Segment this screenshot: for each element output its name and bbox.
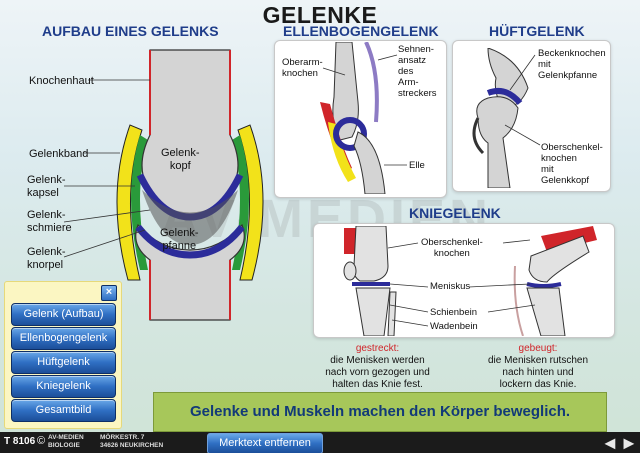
label-gelenkknorpel: Gelenk- knorpel [27, 246, 66, 271]
label-oberschenkelknochen-knie: Oberschenkel- knochen [421, 237, 483, 259]
knee-ext-femur [353, 226, 389, 282]
section-title-knie: KNIEGELENK [409, 205, 501, 221]
knee-flex-femur [528, 235, 590, 283]
elbow-diagram [320, 42, 386, 194]
next-arrow-icon[interactable]: ► [620, 433, 638, 453]
elbow-cartilage [333, 117, 367, 151]
footer-address: MÖRKESTR. 7 34626 NEUKIRCHEN [100, 434, 164, 449]
label-gelenkschmiere: Gelenk- schmiere [27, 209, 72, 234]
cartilage-socket [135, 224, 245, 259]
label-schienbein: Schienbein [430, 307, 478, 318]
footer-publisher: AV-MEDIEN BIOLOGIE [48, 434, 84, 449]
section-title-ellenbogen: ELLENBOGENGELENK [283, 23, 439, 39]
femur [476, 96, 519, 188]
caption-gestreckt: gestreckt: die Menisken werden nach vorn… [325, 343, 430, 390]
label-gelenkkapsel: Gelenk- kapsel [27, 174, 66, 199]
humerus [332, 42, 359, 141]
section-title-huefte: HÜFTGELENK [489, 23, 585, 39]
panel-ellenbogen [274, 40, 447, 198]
tendon [364, 42, 379, 123]
knee-flex-muscle [541, 226, 597, 252]
knee-ext-tibia [355, 287, 391, 336]
joint-fluid [142, 190, 238, 245]
label-meniskus: Meniskus [430, 281, 471, 292]
nav-button-gelenk-aufbau[interactable]: Gelenk (Aufbau) [11, 303, 116, 326]
section-title-aufbau: AUFBAU EINES GELENKS [42, 23, 219, 39]
nav-button-gesamtbild[interactable]: Gesamtbild [11, 399, 116, 422]
merktext-entfernen-button[interactable]: Merktext entfernen [207, 433, 323, 453]
label-elle: Elle [409, 160, 425, 171]
label-oberarmknochen: Oberarm- knochen [282, 57, 323, 79]
knee-extended-diagram [343, 226, 397, 336]
knee-flex-skin [513, 265, 524, 336]
upper-bone [141, 49, 239, 216]
nav-button-kniegelenk[interactable]: Kniegelenk [11, 375, 116, 398]
page-title: GELENKE [262, 2, 378, 28]
motto-banner: Gelenke und Muskeln machen den Körper be… [153, 392, 607, 432]
knee-ext-patella [343, 261, 357, 281]
nav-panel: × Gelenk (Aufbau) Ellenbogengelenk Hüftg… [4, 281, 122, 429]
label-beckenknochen: Beckenknochen mit Gelenkpfanne [538, 48, 606, 81]
knee-flexed-diagram [513, 226, 597, 336]
footer-code: T 8106 [4, 436, 36, 447]
ulna [353, 131, 386, 194]
prev-arrow-icon[interactable]: ◄ [601, 433, 619, 453]
knee-ext-muscle [344, 228, 356, 254]
copyright-icon: © [37, 435, 46, 447]
nav-button-ellenbogengelenk[interactable]: Ellenbogengelenk [11, 327, 116, 350]
label-gelenkpfanne: Gelenk- pfanne [160, 227, 199, 252]
nav-button-hueftgelenk[interactable]: Hüftgelenk [11, 351, 116, 374]
knee-flex-meniscus [526, 282, 562, 288]
nav-close-button[interactable]: × [101, 285, 117, 301]
knee-ext-fibula [387, 291, 397, 336]
knee-flex-tibia [526, 287, 566, 336]
label-knochenhaut: Knochenhaut [29, 75, 94, 87]
label-gelenkband: Gelenkband [29, 148, 89, 160]
joint-diagram [116, 49, 264, 321]
hip-diagram [472, 48, 529, 188]
label-wadenbein: Wadenbein [430, 321, 478, 332]
hip-neck [472, 117, 485, 155]
label-gelenkkopf: Gelenk- kopf [161, 147, 200, 172]
hip-cartilage [486, 88, 523, 105]
label-oberschenkelknochen-huefte: Oberschenkel- knochen mit Gelenkkopf [541, 142, 603, 186]
label-sehnenansatz: Sehnen- ansatz des Arm- streckers [398, 44, 437, 99]
caption-gebeugt: gebeugt: die Menisken rutschen nach hint… [487, 343, 589, 390]
